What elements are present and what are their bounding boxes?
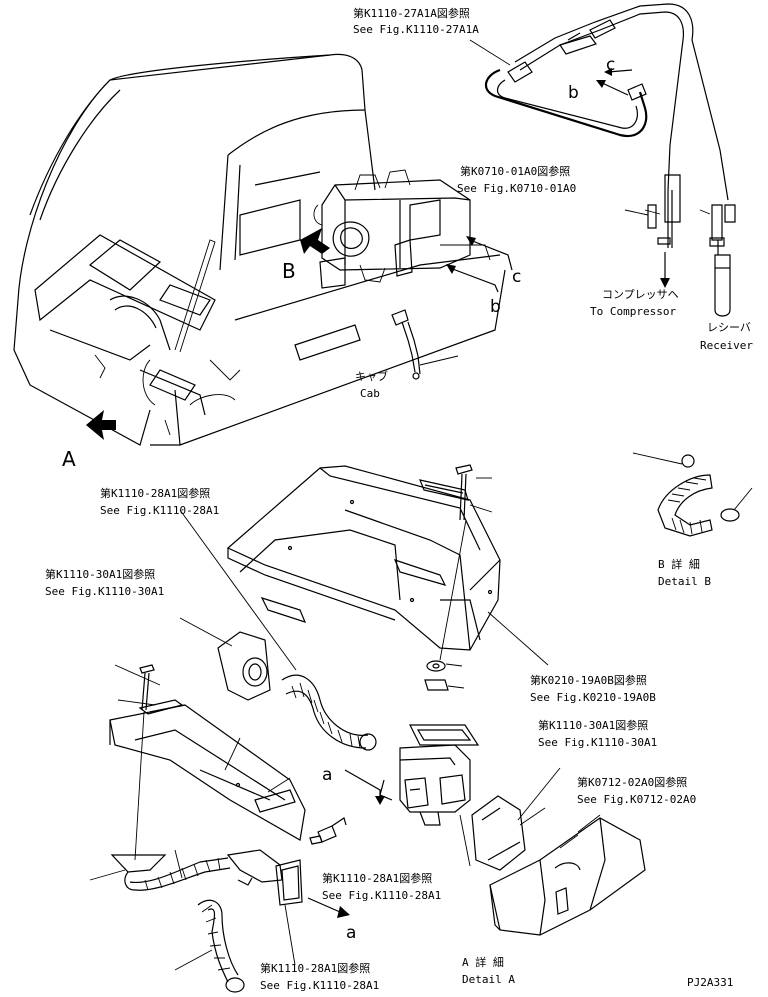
label-detail-a-en: Detail A (462, 973, 515, 986)
detail-b-hose (632, 452, 753, 537)
arrow-a (86, 410, 116, 440)
ref-k1110-30a1-right-en: See Fig.K1110-30A1 (538, 736, 657, 749)
callout-A: A (62, 447, 76, 471)
ref-k1110-28a1-top-en: See Fig.K1110-28A1 (100, 504, 219, 517)
ref-k0210-19a0b-jp: 第K0210-19A0B図参照 (530, 673, 647, 687)
ref-k0210-19a0b-en: See Fig.K0210-19A0B (530, 691, 656, 704)
detail-a-assembly (471, 795, 646, 936)
vent-louver (409, 724, 480, 746)
ref-k0710-01a0-jp: 第K0710-01A0図参照 (460, 164, 570, 178)
ref-k1110-28a1-bot-en: See Fig.K1110-28A1 (260, 979, 379, 992)
label-cab-en: Cab (360, 387, 380, 400)
small-fitting (309, 817, 347, 845)
leader-lines-bottom (459, 611, 601, 867)
callout-B: B (282, 259, 296, 283)
label-detail-a-jp: A 詳 細 (462, 955, 504, 969)
cab-fitting (391, 309, 459, 380)
label-receiver-en: Receiver (700, 339, 753, 352)
callout-b-top: b (568, 83, 579, 103)
bracket-left (179, 617, 271, 701)
callout-a-left: a (322, 765, 332, 785)
drawing-code: PJ2A331 (687, 976, 733, 989)
bolt-mid (424, 464, 493, 691)
ref-k1110-28a1-top-jp: 第K1110-28A1図参照 (100, 486, 210, 500)
callout-b-mid: b (490, 297, 501, 317)
aircon-unit (313, 169, 491, 289)
leader-lines-top (469, 39, 649, 216)
label-detail-b-jp: B 詳 細 (658, 557, 700, 571)
label-compressor-en: To Compressor (590, 305, 676, 318)
dash-panel (226, 465, 501, 651)
ref-k1110-27a1a-jp: 第K1110-27A1A図参照 (353, 6, 470, 20)
duct-assembly-lower-left (109, 664, 306, 841)
arrow-a-lower (307, 769, 385, 918)
bolt-lower-left (134, 664, 155, 861)
callout-c-mid: c (512, 267, 521, 287)
label-receiver-jp: レシーバ (707, 321, 751, 334)
ref-k1110-30a1-left-jp: 第K1110-30A1図参照 (45, 567, 155, 581)
ref-k1110-27a1a-en: See Fig.K1110-27A1A (353, 23, 479, 36)
ref-k0712-02a0-en: See Fig.K0712-02A0 (577, 793, 696, 806)
ref-k1110-28a1-mid-jp: 第K1110-28A1図参照 (322, 871, 432, 885)
callout-a-bottom: a (346, 923, 356, 943)
ref-k1110-28a1-bot-jp: 第K1110-28A1図参照 (260, 961, 370, 975)
flow-arrows-top (596, 68, 670, 288)
callout-c-top: c (606, 55, 615, 75)
duct-unit-center (379, 744, 471, 826)
flex-duct-lower (89, 849, 303, 993)
label-detail-b-en: Detail B (658, 575, 711, 588)
arrow-b (300, 228, 330, 254)
label-compressor-jp: コンプレッサヘ (602, 288, 679, 301)
ref-k1110-30a1-left-en: See Fig.K1110-30A1 (45, 585, 164, 598)
flex-duct-upper (179, 509, 377, 751)
ref-k0710-01a0-en: See Fig.K0710-01A0 (457, 182, 576, 195)
ref-k0712-02a0-jp: 第K0712-02A0図参照 (577, 775, 687, 789)
flow-arrows-mid (446, 236, 513, 293)
ref-k1110-28a1-mid-en: See Fig.K1110-28A1 (322, 889, 441, 902)
ref-k1110-30a1-right-jp: 第K1110-30A1図参照 (538, 718, 648, 732)
label-cab-jp: キャブ (355, 369, 388, 383)
cab-outline (13, 53, 506, 446)
refrigerant-piping (484, 3, 736, 317)
